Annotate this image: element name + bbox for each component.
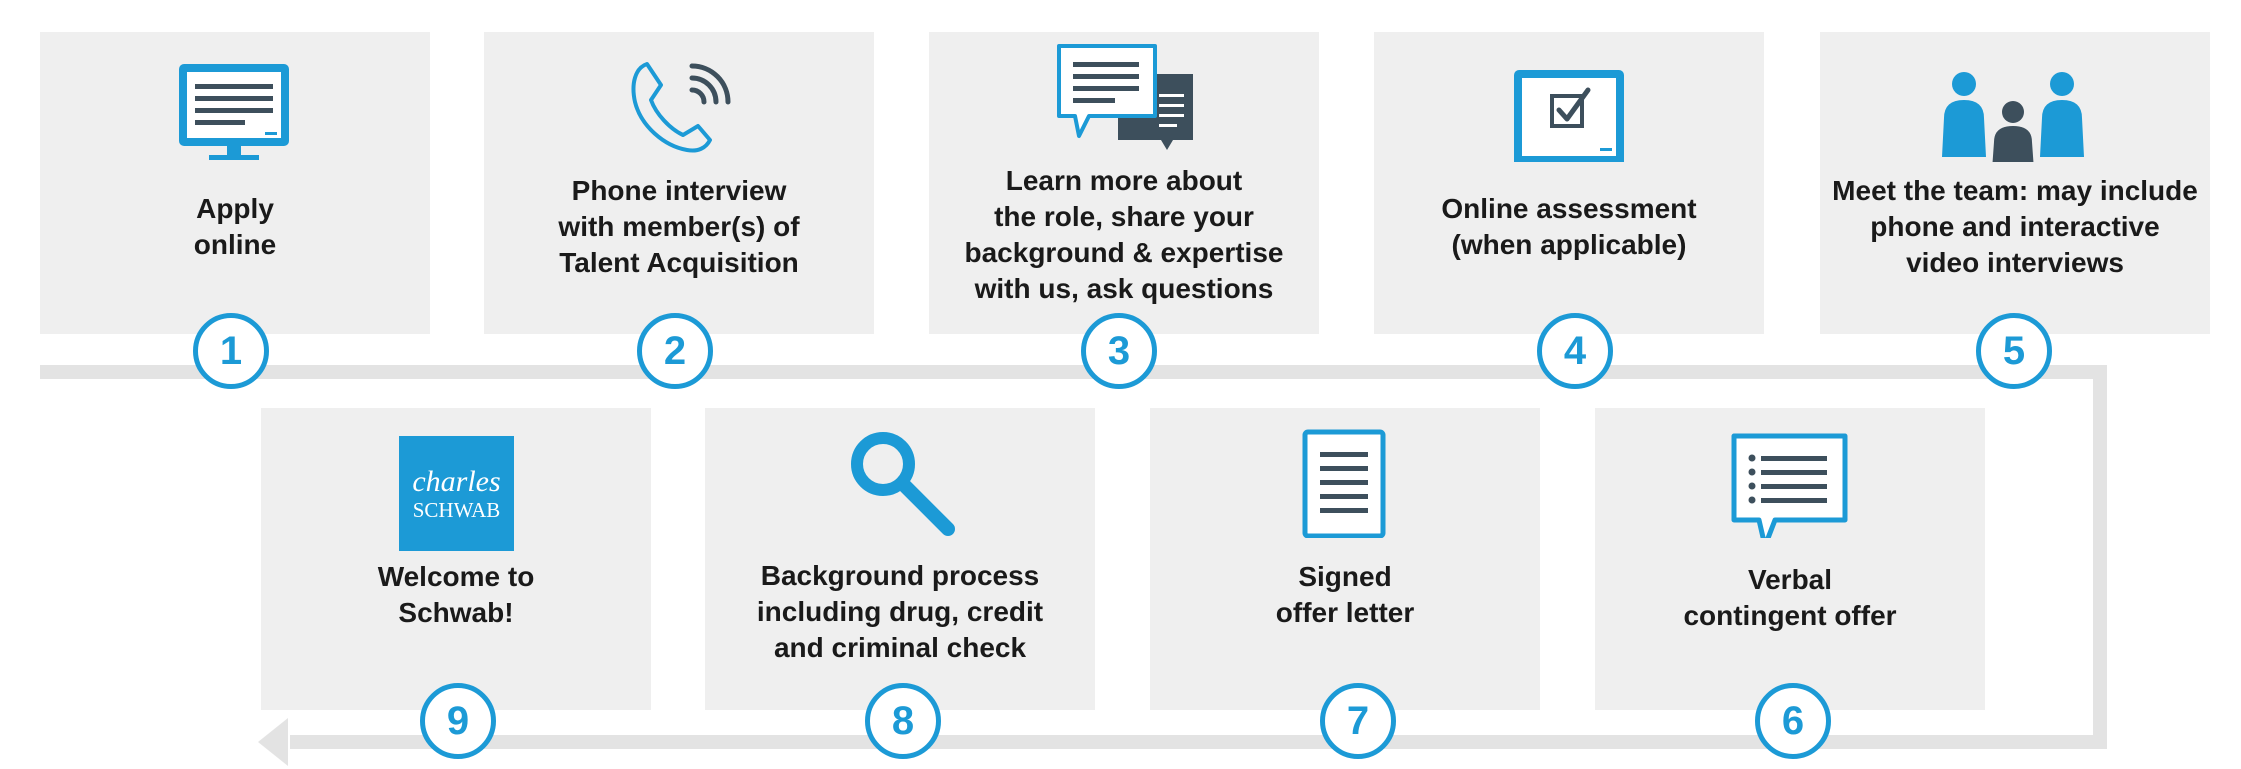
step-9-number: 9 xyxy=(420,683,496,759)
step-1-number: 1 xyxy=(193,313,269,389)
magnifier-icon xyxy=(851,432,955,536)
step-5-number: 5 xyxy=(1976,313,2052,389)
step-7-number: 7 xyxy=(1320,683,1396,759)
speech-list-icon xyxy=(1731,433,1848,538)
step-8-number: 8 xyxy=(865,683,941,759)
step-4-card: Online assessment(when applicable) xyxy=(1374,32,1764,334)
step-4-label: Online assessment(when applicable) xyxy=(1441,193,1697,260)
chat-bubbles-icon xyxy=(1057,44,1193,150)
connector-arrowhead-icon xyxy=(258,718,288,766)
step-4-number: 4 xyxy=(1537,313,1613,389)
phone-call-icon xyxy=(631,62,731,153)
team-people-icon xyxy=(1942,72,2084,162)
step-6-number: 6 xyxy=(1755,683,1831,759)
step-2-number: 2 xyxy=(637,313,713,389)
document-icon xyxy=(1302,429,1386,538)
monitor-document-icon xyxy=(179,64,289,160)
step-3-number: 3 xyxy=(1081,313,1157,389)
charles-schwab-logo: charles SCHWAB xyxy=(399,436,514,551)
monitor-checkbox-icon xyxy=(1514,70,1624,162)
